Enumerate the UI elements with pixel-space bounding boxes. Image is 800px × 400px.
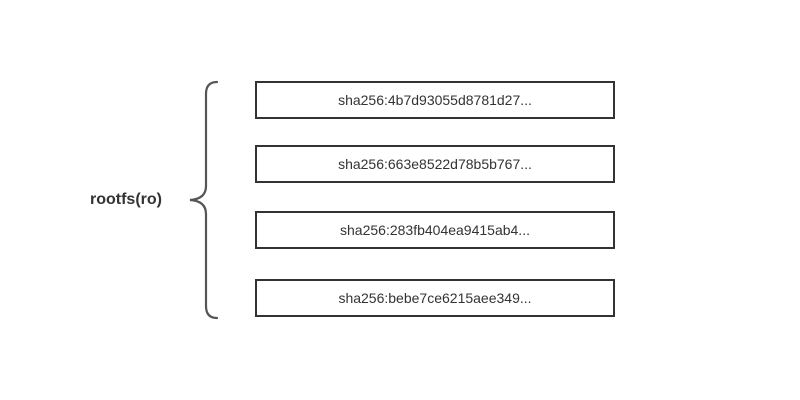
layer-label: sha256:4b7d93055d8781d27... [338, 92, 532, 108]
brace-path [189, 80, 219, 320]
rootfs-label: rootfs(ro) [90, 191, 162, 208]
layer-label: sha256:283fb404ea9415ab4... [340, 222, 530, 238]
layer-label: sha256:663e8522d78b5b767... [338, 156, 532, 172]
layer-box-4: sha256:bebe7ce6215aee349... [255, 279, 615, 317]
layer-box-1: sha256:4b7d93055d8781d27... [255, 81, 615, 119]
layer-box-3: sha256:283fb404ea9415ab4... [255, 211, 615, 249]
layer-label: sha256:bebe7ce6215aee349... [338, 290, 532, 306]
layer-box-2: sha256:663e8522d78b5b767... [255, 145, 615, 183]
